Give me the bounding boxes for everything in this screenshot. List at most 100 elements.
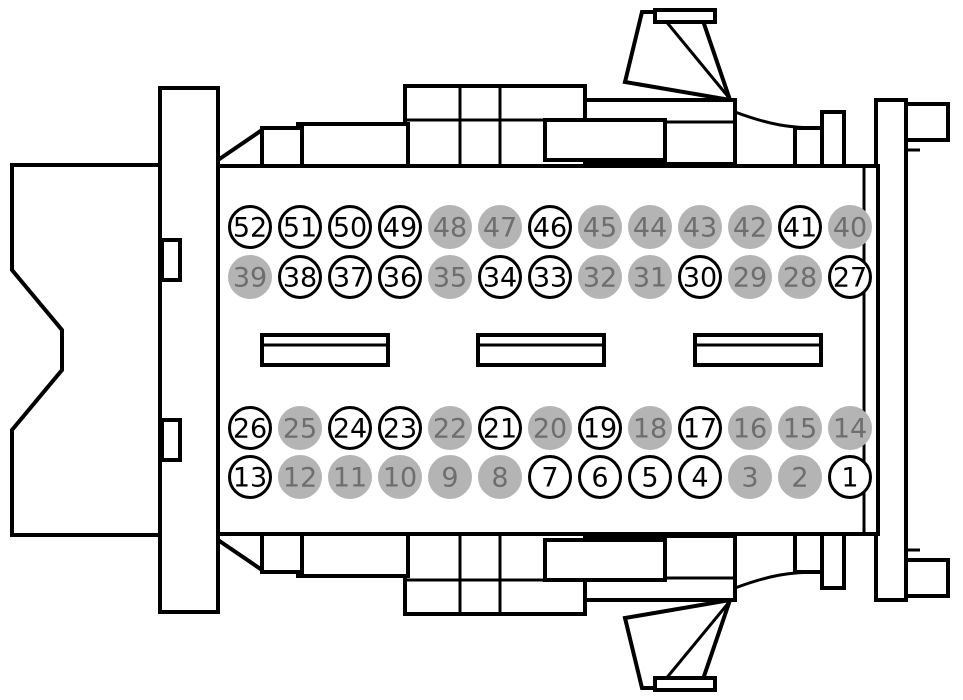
pin-47: 47: [478, 205, 522, 249]
pin-used-circle: [578, 406, 622, 450]
pin-empty-circle: [228, 255, 272, 299]
top-mounting-hardware: [216, 8, 846, 168]
pin-empty-circle: [628, 255, 672, 299]
pin-23: 23: [378, 406, 422, 450]
pin-31: 31: [628, 255, 672, 299]
pin-empty-circle: [678, 205, 722, 249]
pin-empty-circle: [378, 455, 422, 499]
pin-used-circle: [378, 255, 422, 299]
pin-label: 41: [783, 213, 817, 244]
connector-left-plug: [10, 163, 162, 537]
pin-49: 49: [378, 205, 422, 249]
key-slot: [260, 333, 390, 367]
pin-label: 31: [633, 263, 667, 294]
pin-label: 52: [233, 213, 267, 244]
pin-9: 9: [428, 455, 472, 499]
pin-label: 32: [583, 263, 617, 294]
pin-41: 41: [778, 205, 822, 249]
pin-label: 39: [233, 263, 267, 294]
pin-empty-circle: [728, 205, 772, 249]
pin-label: 5: [641, 463, 658, 494]
pin-label: 42: [733, 213, 767, 244]
pin-empty-circle: [828, 406, 872, 450]
pin-used-circle: [378, 406, 422, 450]
pin-label: 28: [783, 263, 817, 294]
pin-44: 44: [628, 205, 672, 249]
pin-21: 21: [478, 406, 522, 450]
pin-empty-circle: [628, 406, 672, 450]
pin-empty-circle: [428, 205, 472, 249]
pin-label: 9: [441, 463, 458, 494]
pin-empty-circle: [428, 406, 472, 450]
pin-label: 36: [383, 263, 417, 294]
pin-used-circle: [478, 255, 522, 299]
pin-17: 17: [678, 406, 722, 450]
pin-used-circle: [228, 205, 272, 249]
pin-32: 32: [578, 255, 622, 299]
pin-empty-circle: [778, 455, 822, 499]
pin-empty-circle: [528, 406, 572, 450]
pin-label: 20: [533, 414, 567, 445]
pin-empty-circle: [728, 455, 772, 499]
left-flange: [158, 86, 220, 614]
pin-used-circle: [678, 455, 722, 499]
pin-label: 19: [583, 414, 617, 445]
pin-used-circle: [678, 406, 722, 450]
pin-empty-circle: [628, 205, 672, 249]
pin-7: 7: [528, 455, 572, 499]
pin-33: 33: [528, 255, 572, 299]
pin-label: 13: [233, 463, 267, 494]
pin-24: 24: [328, 406, 372, 450]
pin-22: 22: [428, 406, 472, 450]
pin-29: 29: [728, 255, 772, 299]
pin-used-circle: [828, 255, 872, 299]
key-slot: [693, 333, 823, 367]
pin-label: 24: [333, 414, 367, 445]
pin-label: 3: [741, 463, 758, 494]
pin-42: 42: [728, 205, 772, 249]
pin-used-circle: [678, 255, 722, 299]
pin-19: 19: [578, 406, 622, 450]
pin-label: 2: [791, 463, 808, 494]
pin-52: 52: [228, 205, 272, 249]
pin-50: 50: [328, 205, 372, 249]
pin-label: 40: [833, 213, 867, 244]
pin-39: 39: [228, 255, 272, 299]
pin-used-circle: [628, 455, 672, 499]
pin-used-circle: [278, 205, 322, 249]
pin-empty-circle: [478, 205, 522, 249]
pin-empty-circle: [478, 455, 522, 499]
pin-label: 21: [483, 414, 517, 445]
pin-used-circle: [328, 205, 372, 249]
pin-used-circle: [378, 205, 422, 249]
pin-27: 27: [828, 255, 872, 299]
pin-label: 37: [333, 263, 367, 294]
pin-label: 25: [283, 414, 317, 445]
pin-label: 17: [683, 414, 717, 445]
pin-label: 46: [533, 213, 567, 244]
pin-30: 30: [678, 255, 722, 299]
pin-label: 18: [633, 414, 667, 445]
pin-label: 35: [433, 263, 467, 294]
bottom-mounting-hardware: [216, 532, 846, 692]
pin-15: 15: [778, 406, 822, 450]
pin-1: 1: [828, 455, 872, 499]
pin-34: 34: [478, 255, 522, 299]
pin-18: 18: [628, 406, 672, 450]
pin-36: 36: [378, 255, 422, 299]
pin-used-circle: [778, 205, 822, 249]
pin-label: 11: [333, 463, 367, 494]
pin-11: 11: [328, 455, 372, 499]
pin-label: 27: [833, 263, 867, 294]
pin-empty-circle: [728, 406, 772, 450]
pin-label: 26: [233, 414, 267, 445]
pin-16: 16: [728, 406, 772, 450]
pin-label: 29: [733, 263, 767, 294]
pin-empty-circle: [828, 205, 872, 249]
pin-6: 6: [578, 455, 622, 499]
pin-used-circle: [528, 455, 572, 499]
